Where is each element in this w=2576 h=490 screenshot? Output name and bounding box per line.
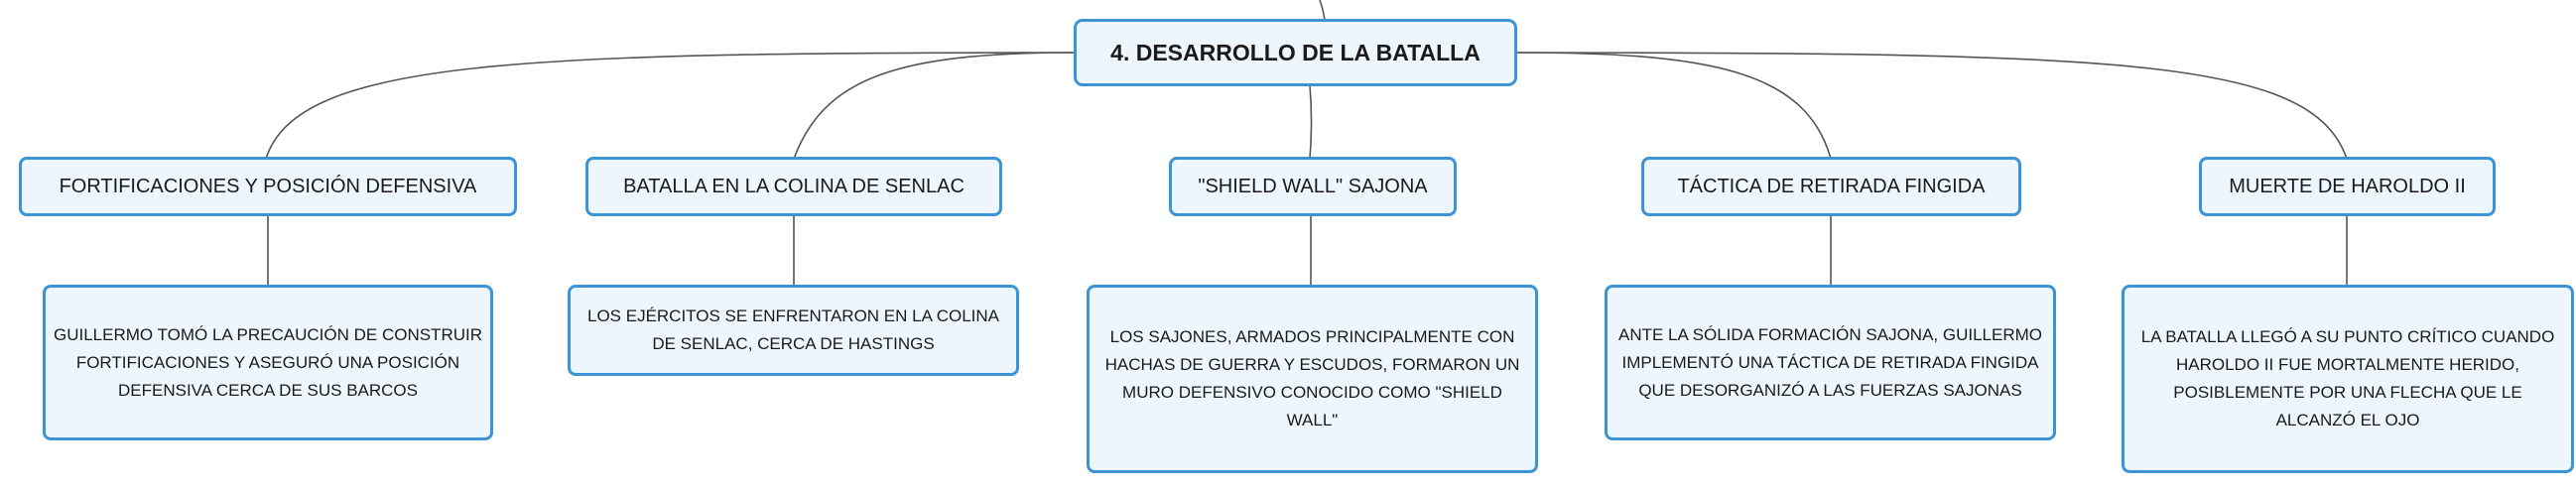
detail-node-shield-wall[interactable]: LOS SAJONES, ARMADOS PRINCIPALMENTE CON … bbox=[1087, 285, 1538, 473]
connector-parent bbox=[1319, 0, 1326, 21]
detail-node-text: GUILLERMO TOMÓ LA PRECAUCIÓN DE CONSTRUI… bbox=[54, 324, 482, 400]
topic-node-label: "SHIELD WALL" SAJONA bbox=[1198, 175, 1428, 197]
root-node[interactable]: 4. DESARROLLO DE LA BATALLA bbox=[1074, 19, 1517, 86]
topic-node-label: BATALLA EN LA COLINA DE SENLAC bbox=[623, 175, 965, 197]
topic-node-label: MUERTE DE HAROLDO II bbox=[2229, 175, 2466, 197]
topic-node-fortificaciones[interactable]: FORTIFICACIONES Y POSICIÓN DEFENSIVA bbox=[19, 157, 517, 216]
topic-node-shield-wall[interactable]: "SHIELD WALL" SAJONA bbox=[1169, 157, 1457, 216]
detail-node-fortificaciones[interactable]: GUILLERMO TOMÓ LA PRECAUCIÓN DE CONSTRUI… bbox=[43, 285, 493, 440]
connector-root-branch-2 bbox=[793, 52, 1076, 160]
detail-node-muerte-haroldo[interactable]: LA BATALLA LLEGÓ A SU PUNTO CRÍTICO CUAN… bbox=[2122, 285, 2574, 473]
topic-node-retirada-fingida[interactable]: TÁCTICA DE RETIRADA FINGIDA bbox=[1641, 157, 2021, 216]
connector-root-branch-5 bbox=[1514, 52, 2348, 160]
connector-root-branch-1 bbox=[265, 52, 1076, 160]
topic-node-label: FORTIFICACIONES Y POSICIÓN DEFENSIVA bbox=[59, 175, 477, 197]
connector-root-branch-3 bbox=[1309, 84, 1313, 160]
detail-node-text: LOS SAJONES, ARMADOS PRINCIPALMENTE CON … bbox=[1104, 327, 1520, 429]
detail-node-text: LA BATALLA LLEGÓ A SU PUNTO CRÍTICO CUAN… bbox=[2140, 327, 2555, 429]
detail-node-colina-senlac[interactable]: LOS EJÉRCITOS SE ENFRENTARON EN LA COLIN… bbox=[568, 285, 1019, 376]
detail-node-retirada-fingida[interactable]: ANTE LA SÓLIDA FORMACIÓN SAJONA, GUILLER… bbox=[1605, 285, 2056, 440]
connector-root-branch-4 bbox=[1514, 52, 1832, 160]
topic-node-muerte-haroldo[interactable]: MUERTE DE HAROLDO II bbox=[2199, 157, 2496, 216]
detail-node-text: LOS EJÉRCITOS SE ENFRENTARON EN LA COLIN… bbox=[586, 306, 1000, 353]
topic-node-label: TÁCTICA DE RETIRADA FINGIDA bbox=[1677, 175, 1986, 197]
root-node-label: 4. DESARROLLO DE LA BATALLA bbox=[1110, 39, 1481, 65]
topic-node-colina-senlac[interactable]: BATALLA EN LA COLINA DE SENLAC bbox=[585, 157, 1002, 216]
detail-node-text: ANTE LA SÓLIDA FORMACIÓN SAJONA, GUILLER… bbox=[1618, 324, 2042, 400]
